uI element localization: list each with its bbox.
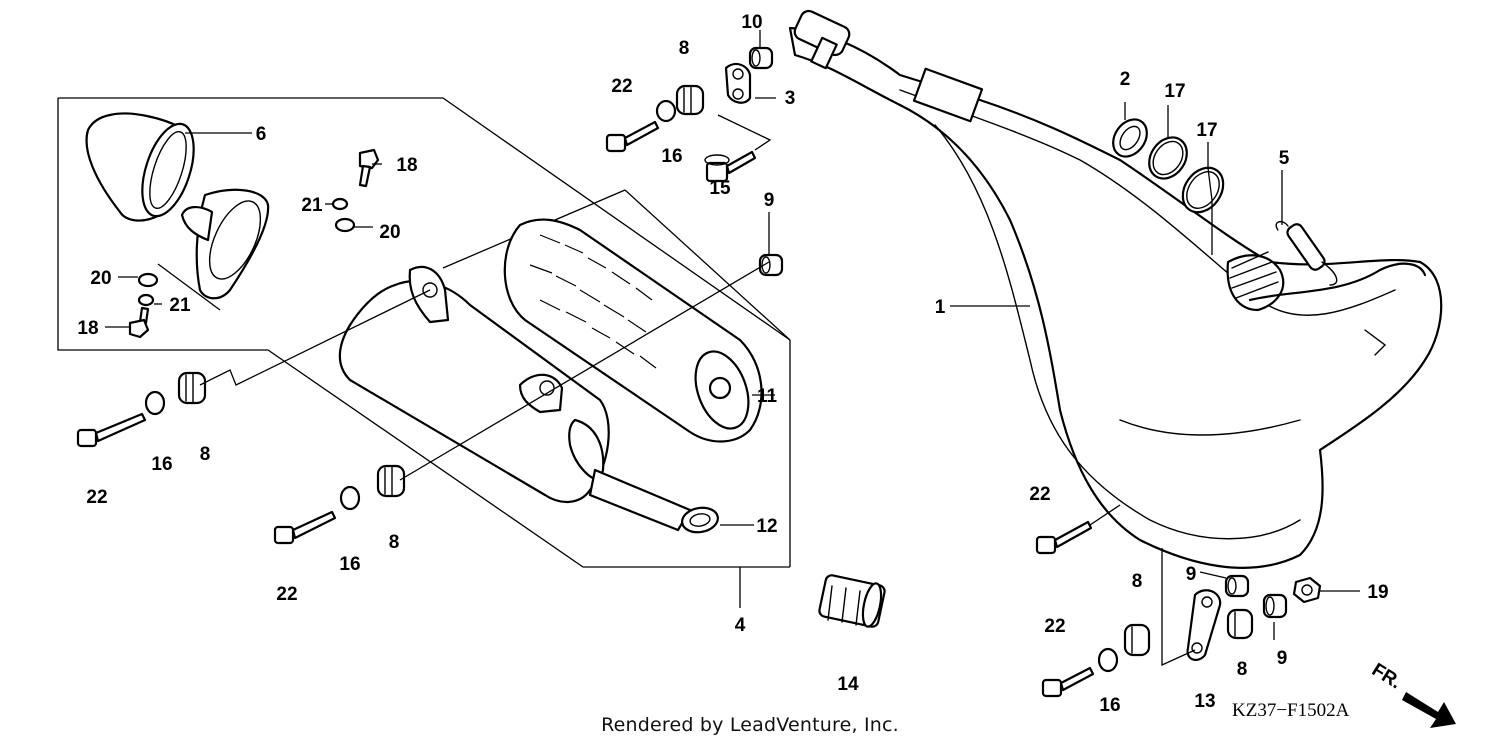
bracket-3 [724,62,752,104]
callout-4: 4 [735,615,746,636]
callout-22: 22 [611,76,632,97]
callout-6: 6 [256,124,267,145]
muffler [338,265,719,534]
gasket-2 [1112,118,1148,158]
bolt-22-top [605,120,660,153]
bolt-18-left [128,306,150,339]
callout-14: 14 [837,674,859,695]
callout-15: 15 [709,178,731,199]
callout-9: 9 [764,190,775,211]
callout-5: 5 [1279,148,1290,169]
callout-8: 8 [389,532,400,553]
grommet-8-left [177,371,207,405]
front-label: FR. [1368,659,1405,693]
front-arrow-icon [1402,692,1456,728]
o-ring-17a [1148,136,1188,180]
collar-10 [748,46,774,70]
assembly-outline-4 [442,189,791,608]
callout-16: 16 [151,454,172,475]
credit-text: Rendered by LeadVenture, Inc. [601,714,899,736]
collar-9-bot-a [1224,574,1250,598]
washer-21-left [137,293,155,307]
washer-16-left [144,390,166,416]
hardware [76,46,1338,698]
packing-wool [503,218,763,443]
callout-8: 8 [1237,659,1248,680]
nut-19 [1292,576,1322,604]
washer-16-top [655,99,677,123]
bolt-15 [704,150,757,183]
assembly-outline-6 [57,97,791,568]
callout-16: 16 [339,554,360,575]
washer-16-bottom [1097,647,1119,673]
o-ring-17b [1181,166,1225,214]
callout-21: 21 [169,295,191,316]
callout-8: 8 [200,444,211,465]
washer-16-mid [339,485,361,511]
diagram-code: KZ37−F1502A [1232,700,1350,721]
callout-11: 11 [757,386,778,407]
callout-22: 22 [1044,616,1065,637]
callout-22: 22 [1029,484,1050,505]
callout-17: 17 [1196,120,1217,141]
leader-lines [105,30,1360,667]
bracket-13 [1186,589,1222,661]
grommet-8-bot-b [1226,608,1254,640]
callout-12: 12 [756,516,777,537]
nut-20-left [137,272,159,288]
collar-9-bot-b [1262,593,1288,619]
rubber-sleeve [818,574,886,628]
callout-18: 18 [77,318,98,339]
callout-20: 20 [90,268,111,289]
callout-8: 8 [1132,571,1143,592]
callout-labels: 1 2 3 4 5 6 8 8 8 8 8 9 9 9 10 11 12 13 … [77,12,1388,716]
callout-20: 20 [379,222,400,243]
spring-5 [1275,220,1338,286]
callout-2: 2 [1120,69,1131,90]
washer-21-top [331,197,349,211]
end-cap [85,112,270,300]
callout-13: 13 [1194,691,1215,712]
exhaust-pipe [788,9,1443,569]
callout-22: 22 [86,487,107,508]
grommet-8-bot-a [1123,623,1151,657]
callout-22: 22 [276,584,297,605]
bolt-22-left [76,412,147,448]
nut-20-top [334,217,356,233]
collar-9-top [758,253,784,277]
bolt-22-mid [273,510,337,545]
callout-21: 21 [301,195,323,216]
callout-16: 16 [661,146,682,167]
callout-3: 3 [785,88,796,109]
callout-10: 10 [741,12,762,33]
callout-8: 8 [679,38,690,59]
bolt-18-top [358,148,380,188]
callout-9: 9 [1277,648,1288,669]
callout-18: 18 [396,155,417,176]
bolt-22-right [1035,520,1093,555]
grommet-8-top [675,84,705,116]
callout-1: 1 [935,297,946,318]
bolt-22-bottom [1041,666,1095,698]
callout-19: 19 [1367,582,1388,603]
callout-16: 16 [1099,695,1120,716]
grommet-8-mid [376,464,406,498]
callout-9: 9 [1186,564,1197,585]
callout-17: 17 [1164,81,1185,102]
